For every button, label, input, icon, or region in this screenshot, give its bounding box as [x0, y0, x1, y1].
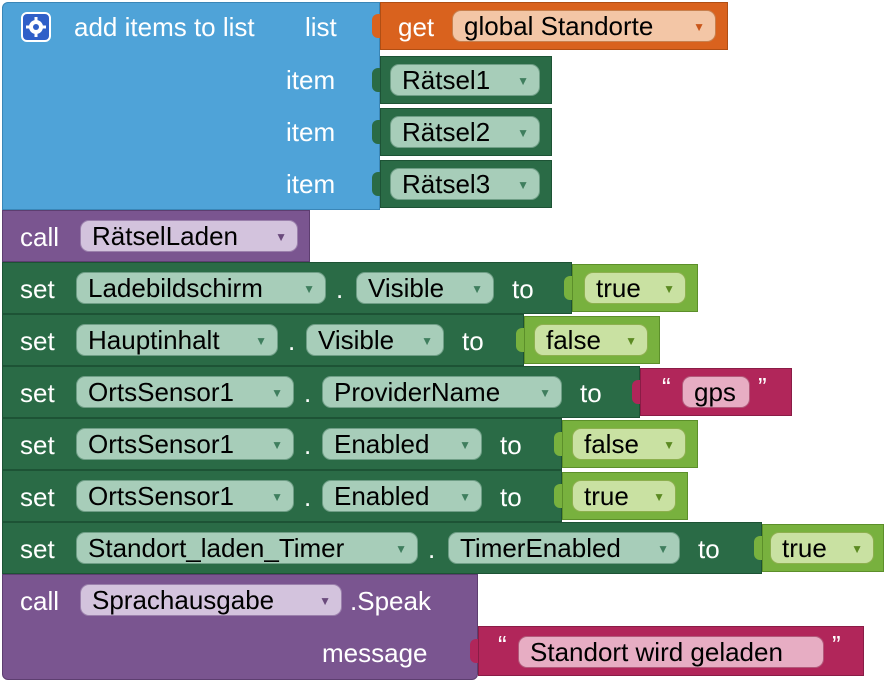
set-label: set: [20, 274, 55, 304]
close-quote: ”: [758, 372, 767, 402]
component-dropdown[interactable]: OrtsSensor1▼: [76, 428, 294, 460]
dropdown-arrow-icon: ▼: [271, 438, 283, 452]
dropdown-arrow-icon: ▼: [625, 334, 637, 348]
dropdown-arrow-icon: ▼: [663, 438, 675, 452]
logic-dropdown[interactable]: false▼: [572, 428, 686, 460]
dropdown-arrow-icon: ▼: [517, 126, 529, 140]
to-label: to: [580, 378, 602, 408]
dot-separator: .: [304, 378, 312, 408]
component-dropdown[interactable]: Rätsel2▼: [390, 116, 540, 148]
text-field[interactable]: gps: [682, 376, 750, 408]
socket-connector: [554, 484, 562, 508]
socket-connector: [372, 120, 380, 144]
dropdown-arrow-icon: ▼: [275, 230, 287, 244]
dropdown-arrow-icon: ▼: [395, 542, 407, 556]
socket-connector: [470, 639, 478, 663]
dropdown-arrow-icon: ▼: [471, 282, 483, 296]
dot-separator: .: [336, 274, 344, 304]
property-dropdown[interactable]: Enabled▼: [322, 480, 482, 512]
set-label: set: [20, 534, 55, 564]
to-label: to: [512, 274, 534, 304]
component-dropdown[interactable]: Ladebildschirm▼: [76, 272, 326, 304]
dropdown-arrow-icon: ▼: [663, 282, 675, 296]
procedure-dropdown[interactable]: RätselLaden▼: [80, 220, 298, 252]
item-label: item: [286, 117, 336, 147]
add-items-label: add items to list: [74, 12, 255, 42]
property-dropdown[interactable]: ProviderName▼: [322, 376, 562, 408]
item-label: item: [286, 169, 336, 199]
add-items-to-list-block[interactable]: [2, 2, 380, 210]
gear-icon[interactable]: [21, 12, 51, 42]
dropdown-arrow-icon: ▼: [459, 438, 471, 452]
logic-dropdown[interactable]: true▼: [770, 532, 874, 564]
dropdown-arrow-icon: ▼: [517, 178, 529, 192]
dot-separator: .: [304, 482, 312, 512]
component-dropdown[interactable]: Hauptinhalt▼: [76, 324, 278, 356]
component-dropdown[interactable]: OrtsSensor1▼: [76, 480, 294, 512]
list-socket-label: list: [305, 12, 337, 42]
dropdown-arrow-icon: ▼: [517, 74, 529, 88]
dropdown-arrow-icon: ▼: [539, 386, 551, 400]
dropdown-arrow-icon: ▼: [303, 282, 315, 296]
dropdown-arrow-icon: ▼: [271, 490, 283, 504]
dropdown-arrow-icon: ▼: [255, 334, 267, 348]
item-label: item: [286, 65, 336, 95]
dropdown-arrow-icon: ▼: [693, 20, 705, 34]
dropdown-arrow-icon: ▼: [319, 594, 331, 608]
component-dropdown[interactable]: Standort_laden_Timer▼: [76, 532, 418, 564]
logic-dropdown[interactable]: true▼: [584, 272, 686, 304]
set-label: set: [20, 378, 55, 408]
socket-connector: [516, 328, 524, 352]
get-label: get: [398, 12, 435, 42]
socket-connector: [754, 536, 762, 560]
dropdown-arrow-icon: ▼: [653, 490, 665, 504]
dropdown-arrow-icon: ▼: [851, 542, 863, 556]
set-label: set: [20, 482, 55, 512]
method-label: .Speak: [350, 586, 431, 616]
component-dropdown[interactable]: Rätsel1▼: [390, 64, 540, 96]
dropdown-arrow-icon: ▼: [421, 334, 433, 348]
to-label: to: [500, 430, 522, 460]
property-dropdown[interactable]: Enabled▼: [322, 428, 482, 460]
property-dropdown[interactable]: Visible▼: [306, 324, 444, 356]
dot-separator: .: [304, 430, 312, 460]
socket-connector: [632, 380, 640, 404]
component-dropdown[interactable]: Rätsel3▼: [390, 168, 540, 200]
property-dropdown[interactable]: TimerEnabled▼: [448, 532, 680, 564]
text-field[interactable]: Standort wird geladen: [518, 636, 824, 668]
socket-connector: [564, 276, 572, 300]
component-dropdown[interactable]: OrtsSensor1▼: [76, 376, 294, 408]
open-quote: “: [662, 372, 671, 402]
component-dropdown[interactable]: Sprachausgabe▼: [80, 584, 342, 616]
to-label: to: [698, 534, 720, 564]
open-quote: “: [498, 630, 507, 660]
to-label: to: [462, 326, 484, 356]
dropdown-arrow-icon: ▼: [459, 490, 471, 504]
dropdown-arrow-icon: ▼: [657, 542, 669, 556]
socket-connector: [372, 172, 380, 196]
to-label: to: [500, 482, 522, 512]
logic-dropdown[interactable]: true▼: [572, 480, 676, 512]
socket-connector: [554, 432, 562, 456]
dot-separator: .: [288, 326, 296, 356]
set-label: set: [20, 430, 55, 460]
dot-separator: .: [428, 534, 436, 564]
variable-dropdown[interactable]: global Standorte▼: [452, 10, 716, 42]
call-label: call: [20, 222, 60, 252]
close-quote: ”: [832, 630, 841, 660]
dropdown-arrow-icon: ▼: [271, 386, 283, 400]
message-label: message: [322, 638, 428, 668]
call-label: call: [20, 586, 60, 616]
property-dropdown[interactable]: Visible▼: [356, 272, 494, 304]
logic-dropdown[interactable]: false▼: [534, 324, 648, 356]
socket-connector: [372, 14, 380, 38]
socket-connector: [372, 68, 380, 92]
set-label: set: [20, 326, 55, 356]
